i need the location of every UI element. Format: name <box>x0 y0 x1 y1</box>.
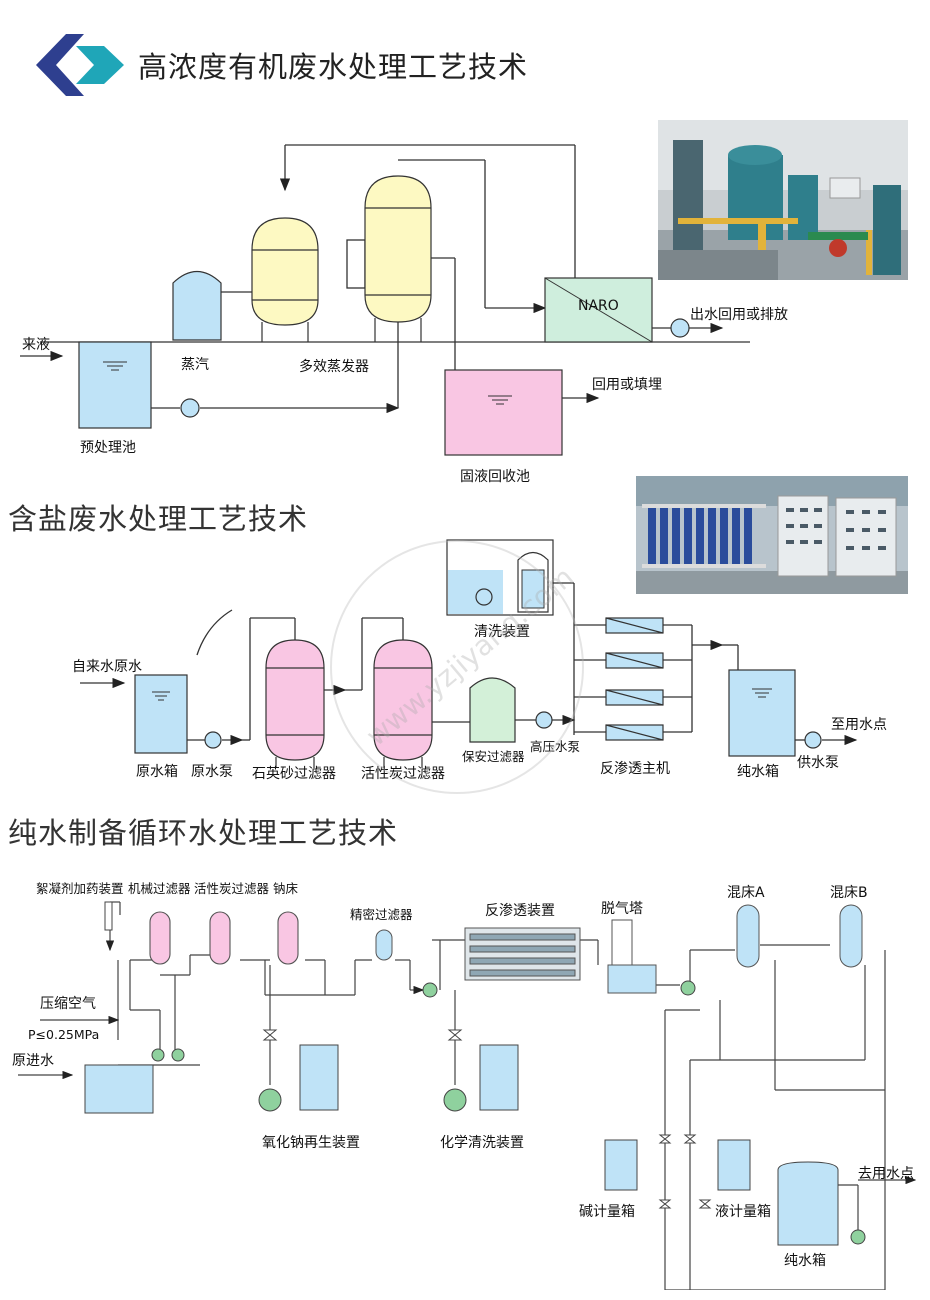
pump-icon <box>180 318 690 418</box>
label-degas: 脱气塔 <box>601 901 643 917</box>
label-alkali: 碱计量箱 <box>579 1204 635 1220</box>
label-pressure: P≤0.25MPa <box>28 1027 100 1042</box>
pure-water-tank <box>728 669 796 757</box>
quartz-filter <box>265 639 325 768</box>
dosing-tank <box>104 901 113 931</box>
label-liquid: 液计量箱 <box>715 1204 771 1220</box>
label-coag: 絮凝剂加药装置 <box>36 881 124 896</box>
label-evaporator: 多效蒸发器 <box>299 359 369 375</box>
plant-photo-1 <box>658 120 908 280</box>
label-supply-pump: 供水泵 <box>797 755 839 771</box>
label-air: 压缩空气 <box>40 996 96 1012</box>
evaporator-tank-1 <box>251 217 319 342</box>
label-reuse-fill: 回用或填埋 <box>592 377 662 393</box>
label-naoh-regen: 氧化钠再生装置 <box>262 1135 360 1151</box>
raw-water-tank <box>134 674 188 754</box>
section3-title: 纯水制备循环水处理工艺技术 <box>8 816 399 850</box>
regen-tank <box>299 1044 751 1191</box>
precision-filter <box>375 929 393 961</box>
label-steam: 蒸汽 <box>181 357 209 373</box>
label-ro-3: 反渗透装置 <box>485 903 555 919</box>
ro-membrane <box>605 617 664 741</box>
degas-tower <box>607 919 657 994</box>
pretreat-tank <box>78 341 152 429</box>
ro-unit <box>464 927 581 981</box>
label-mixB: 混床B <box>830 885 868 901</box>
label-tap-raw: 自来水原水 <box>72 659 142 675</box>
watermark-seal <box>330 540 584 794</box>
label-carbon-3: 活性炭过滤器 <box>194 881 270 896</box>
section2-title: 含盐废水处理工艺技术 <box>8 502 309 536</box>
pure-water-tank-2 <box>777 1161 839 1246</box>
label-chem-clean: 化学清洗装置 <box>440 1135 524 1151</box>
valve-icon <box>262 1029 712 1209</box>
steam-tank <box>172 270 222 341</box>
label-naro: NARO <box>578 298 619 314</box>
label-to-use: 至用水点 <box>831 717 887 733</box>
label-mixA: 混床A <box>727 885 765 901</box>
label-precision: 精密过滤器 <box>350 907 413 922</box>
label-inflow: 来液 <box>22 337 50 353</box>
label-sodium: 钠床 <box>273 881 299 896</box>
label-pretreat: 预处理池 <box>80 440 136 456</box>
label-quartz: 石英砂过滤器 <box>252 766 336 782</box>
company-logo <box>32 32 132 98</box>
label-mech: 机械过滤器 <box>128 881 191 896</box>
label-raw-pump: 原水泵 <box>191 764 233 780</box>
label-to-use-3: 去用水点 <box>858 1166 914 1182</box>
pump-icon <box>151 980 866 1245</box>
label-outlet: 出水回用或排放 <box>690 307 788 323</box>
section1-diagram <box>20 144 750 456</box>
evaporator-tank-2 <box>364 175 432 342</box>
label-pure-tank: 纯水箱 <box>737 764 779 780</box>
mixed-bed <box>736 904 863 968</box>
section1-title: 高浓度有机废水处理工艺技术 <box>138 50 529 84</box>
plant-photo-2 <box>636 476 908 594</box>
label-ro-main: 反渗透主机 <box>600 761 670 777</box>
label-raw-tank: 原水箱 <box>136 764 178 780</box>
label-solid-liquid: 固液回收池 <box>460 469 530 485</box>
filter-column <box>149 911 299 965</box>
solid-liquid-tank <box>444 369 563 456</box>
raw-water-pool <box>84 1064 154 1114</box>
label-raw-in: 原进水 <box>12 1053 54 1069</box>
label-pure-tank-3: 纯水箱 <box>784 1253 826 1269</box>
section3-diagram <box>18 901 917 1290</box>
